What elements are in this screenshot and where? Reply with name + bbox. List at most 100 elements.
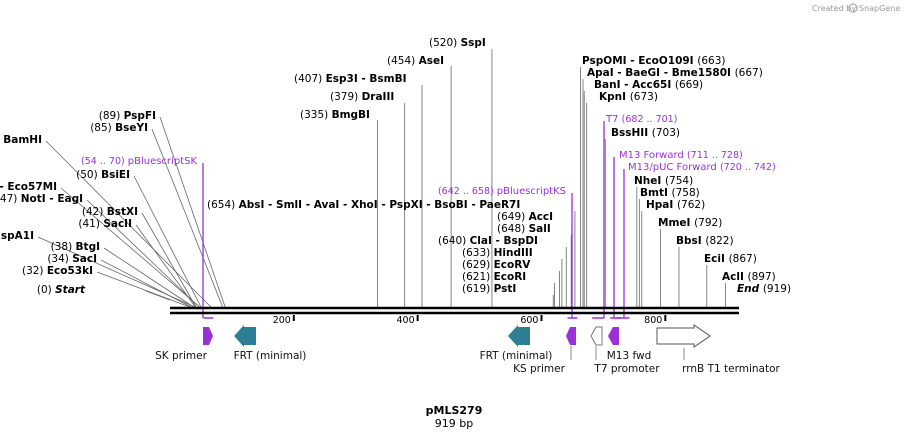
cut-site-bmti[interactable]: BmtI (758): [640, 187, 700, 199]
cut-site-enzyme: PstI: [494, 283, 517, 295]
primer-labels: (54 .. 70) pBluescriptSK (642 .. 658) pBl…: [81, 114, 776, 197]
feature-sk-primer[interactable]: SK primer: [155, 327, 213, 362]
cut-site-position: (758): [672, 187, 700, 199]
cut-site-esp3i-bsmbi[interactable]: (407) Esp3I - BsmBI: [294, 73, 407, 85]
cut-site-bpmi-eco57mi[interactable]: (48) BpmI - Eco57MI: [0, 181, 57, 193]
cut-site-mfli-bstyi-bamhi[interactable]: (66) MflI * - BstYI - BamHI: [0, 134, 42, 146]
cut-site-enzyme: DraIII: [362, 91, 395, 103]
cut-site-position: (867): [729, 253, 757, 265]
cut-site-line-eco53ki: [96, 271, 190, 308]
cut-site-position: (42): [82, 206, 107, 218]
cut-site-pspomi-ecoo109i[interactable]: PspOMI - EcoO109I (663): [582, 55, 725, 67]
cut-site-enzyme: AclI: [722, 271, 748, 283]
cut-site-pspfi[interactable]: (89) PspFI: [99, 110, 156, 122]
cut-site-start[interactable]: (0) Start: [37, 284, 86, 296]
feature-t7-promoter[interactable]: T7 promoter: [590, 326, 660, 375]
brand-created-by: Created by: [812, 4, 856, 13]
cut-site-ecori[interactable]: (621) EcoRI: [462, 271, 526, 283]
cut-site-psti[interactable]: (619) PstI: [462, 283, 516, 295]
cut-site-position: (379): [330, 91, 362, 103]
rrnb-t1-terminator-label: rrnB T1 terminator: [682, 363, 780, 375]
cut-site-eco53ki[interactable]: (32) Eco53kI: [22, 265, 93, 277]
cut-site-alei-msli-mspa1i[interactable]: (40) AleI - MslI - MspA1I: [0, 230, 34, 242]
cut-site-bseyi[interactable]: (85) BseYI: [90, 122, 148, 134]
cut-site-label: (654) AbsI - SmlI - AvaI - XhoI - PspXI …: [207, 199, 520, 211]
primer-m13-puc-forward[interactable]: M13/pUC Forward (720 .. 742): [628, 162, 776, 173]
cut-site-mmei[interactable]: MmeI (792): [658, 217, 722, 229]
cut-site-enzyme: BpmI - Eco57MI: [0, 181, 57, 193]
cut-site-btgi[interactable]: (38) BtgI: [51, 241, 100, 253]
primer-label: T7 (682 .. 701): [605, 114, 677, 125]
cut-site-label: BanI - Acc65I (669): [594, 79, 703, 91]
feature-m13-fwd[interactable]: M13 fwd: [607, 327, 652, 362]
cut-site-position: (38): [51, 241, 76, 253]
cut-site-end[interactable]: End (919): [737, 283, 791, 295]
cut-site-label: (50) BsiEI: [76, 169, 130, 181]
cut-site-sspi[interactable]: (520) SspI: [429, 37, 486, 49]
primer-range: (682 .. 701): [622, 114, 678, 125]
cut-site-saci[interactable]: (34) SacI: [47, 253, 97, 265]
cut-site-enzyme: BtgI: [76, 241, 100, 253]
cut-site-label: (621) EcoRI: [462, 271, 526, 283]
cut-site-bsiei[interactable]: (50) BsiEI: [76, 169, 130, 181]
sk-primer-arrow-icon: [203, 327, 213, 345]
cut-site-position: (629): [462, 259, 494, 271]
sk-primer-label: SK primer: [155, 350, 207, 362]
primer-label: (54 .. 70) pBluescriptSK: [81, 156, 197, 167]
cut-site-label: (85) BseYI: [90, 122, 148, 134]
ruler-tick-label: 600: [520, 315, 538, 326]
cut-site-position: (89): [99, 110, 124, 122]
cut-site-enzyme: ClaI - BspDI: [470, 235, 538, 247]
feature-frt-minimal-1[interactable]: FRT (minimal): [234, 325, 307, 362]
plasmid-name: pMLS279: [426, 404, 483, 417]
cut-site-draiii[interactable]: (379) DraIII: [330, 91, 394, 103]
cut-site-label: (48) BpmI - Eco57MI: [0, 181, 57, 193]
cut-site-hindiii[interactable]: (633) HindIII: [462, 247, 533, 259]
cut-site-enzyme: SalI: [529, 223, 551, 235]
cut-site-apai-baegi-bme1580i[interactable]: ApaI - BaeGI - Bme1580I (667): [587, 67, 763, 79]
plasmid-length: 919 bp: [435, 417, 473, 430]
ruler-tick-label: 200: [273, 315, 291, 326]
cut-site-enzyme: BstXI: [107, 206, 138, 218]
cut-site-label: PspOMI - EcoO109I (663): [582, 55, 725, 67]
cut-site-position: (822): [705, 235, 733, 247]
cut-site-clai-bspdi[interactable]: (640) ClaI - BspDI: [438, 235, 538, 247]
cut-site-bbsi[interactable]: BbsI (822): [676, 235, 734, 247]
terminator-arrow-icon: [656, 324, 711, 348]
cut-site-position: (667): [735, 67, 763, 79]
feature-ks-primer[interactable]: KS primer: [513, 327, 576, 375]
frt-label-2: FRT (minimal): [480, 350, 553, 362]
primer-range: (720 .. 742): [720, 162, 776, 173]
feature-track: SK primer FRT (minimal) FRT (minimal) KS…: [155, 324, 781, 375]
cut-site-enzyme: PspFI: [124, 110, 156, 122]
primer-range: (54 .. 70): [81, 156, 128, 167]
cut-site-enzyme: KpnI: [599, 91, 630, 103]
t7-promoter-label: T7 promoter: [593, 363, 660, 375]
primer-label: M13/pUC Forward (720 .. 742): [628, 162, 776, 173]
cut-site-acli[interactable]: AclI (897): [722, 271, 776, 283]
primer-pbluescriptks[interactable]: (642 .. 658) pBluescriptKS: [438, 186, 566, 197]
cut-site-bsshii[interactable]: BssHII (703): [611, 127, 680, 139]
cut-site-acci[interactable]: (649) AccI: [497, 211, 553, 223]
cut-site-asei[interactable]: (454) AseI: [387, 55, 444, 67]
cut-site-absi-smli-avai-xhoi-pspxi-bsobi-paer7i[interactable]: (654) AbsI - SmlI - AvaI - XhoI - PspXI …: [207, 199, 520, 211]
cut-site-sacii[interactable]: (41) SacII: [78, 218, 132, 230]
cut-site-position: (520): [429, 37, 461, 49]
primer-pbluescriptsk[interactable]: (54 .. 70) pBluescriptSK: [81, 156, 197, 167]
primer-t7[interactable]: T7 (682 .. 701): [605, 114, 677, 125]
cut-site-kpni[interactable]: KpnI (673): [599, 91, 658, 103]
cut-site-bani-acc65i[interactable]: BanI - Acc65I (669): [594, 79, 703, 91]
cut-site-ecorv[interactable]: (629) EcoRV: [462, 259, 531, 271]
cut-site-noti-eagi[interactable]: (47) NotI - EagI: [0, 193, 83, 205]
cut-site-position: (41): [78, 218, 103, 230]
cut-site-sali[interactable]: (648) SalI: [497, 223, 551, 235]
cut-site-bstxi[interactable]: (42) BstXI: [82, 206, 138, 218]
cut-site-bmgbi[interactable]: (335) BmgBI: [300, 109, 370, 121]
feature-rrnb-t1-terminator[interactable]: rrnB T1 terminator: [656, 324, 781, 375]
cut-site-nhei[interactable]: NheI (754): [634, 175, 693, 187]
cut-site-hpai[interactable]: HpaI (762): [646, 199, 705, 211]
cut-site-label: End (919): [737, 283, 791, 295]
primer-m13-forward[interactable]: M13 Forward (711 .. 728): [619, 150, 743, 161]
cut-site-ecii[interactable]: EciI (867): [704, 253, 757, 265]
feature-frt-minimal-2[interactable]: FRT (minimal): [480, 325, 553, 362]
